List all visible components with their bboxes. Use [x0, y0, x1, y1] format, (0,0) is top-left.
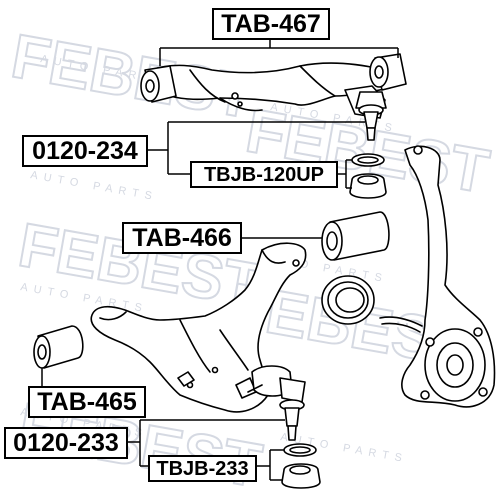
label-tab-467[interactable]: TAB-467 [212, 8, 330, 40]
leader-lines [41, 38, 399, 481]
label-0120-233[interactable]: 0120-233 [4, 427, 128, 459]
boot-tbjb-120up [349, 153, 387, 199]
seal-ring [321, 275, 375, 325]
bushing-tab-467-left [140, 65, 177, 103]
steering-knuckle [379, 145, 496, 408]
label-tbjb-233[interactable]: TBJB-233 [148, 455, 257, 482]
label-tbjb-120up[interactable]: TBJB-120UP [190, 161, 338, 188]
bushing-tab-466 [321, 211, 390, 261]
ball-joint-0120-233 [247, 365, 306, 441]
label-tab-466[interactable]: TAB-466 [122, 222, 242, 254]
ball-joint-0120-234 [355, 91, 387, 141]
bushing-tab-467-right [369, 53, 407, 91]
boot-tbjb-233 [281, 443, 321, 489]
label-tab-465[interactable]: TAB-465 [28, 386, 146, 418]
lower-control-arm [90, 242, 307, 413]
label-0120-234[interactable]: 0120-234 [22, 135, 148, 167]
upper-control-arm [149, 62, 391, 119]
bushing-tab-465 [33, 325, 84, 369]
